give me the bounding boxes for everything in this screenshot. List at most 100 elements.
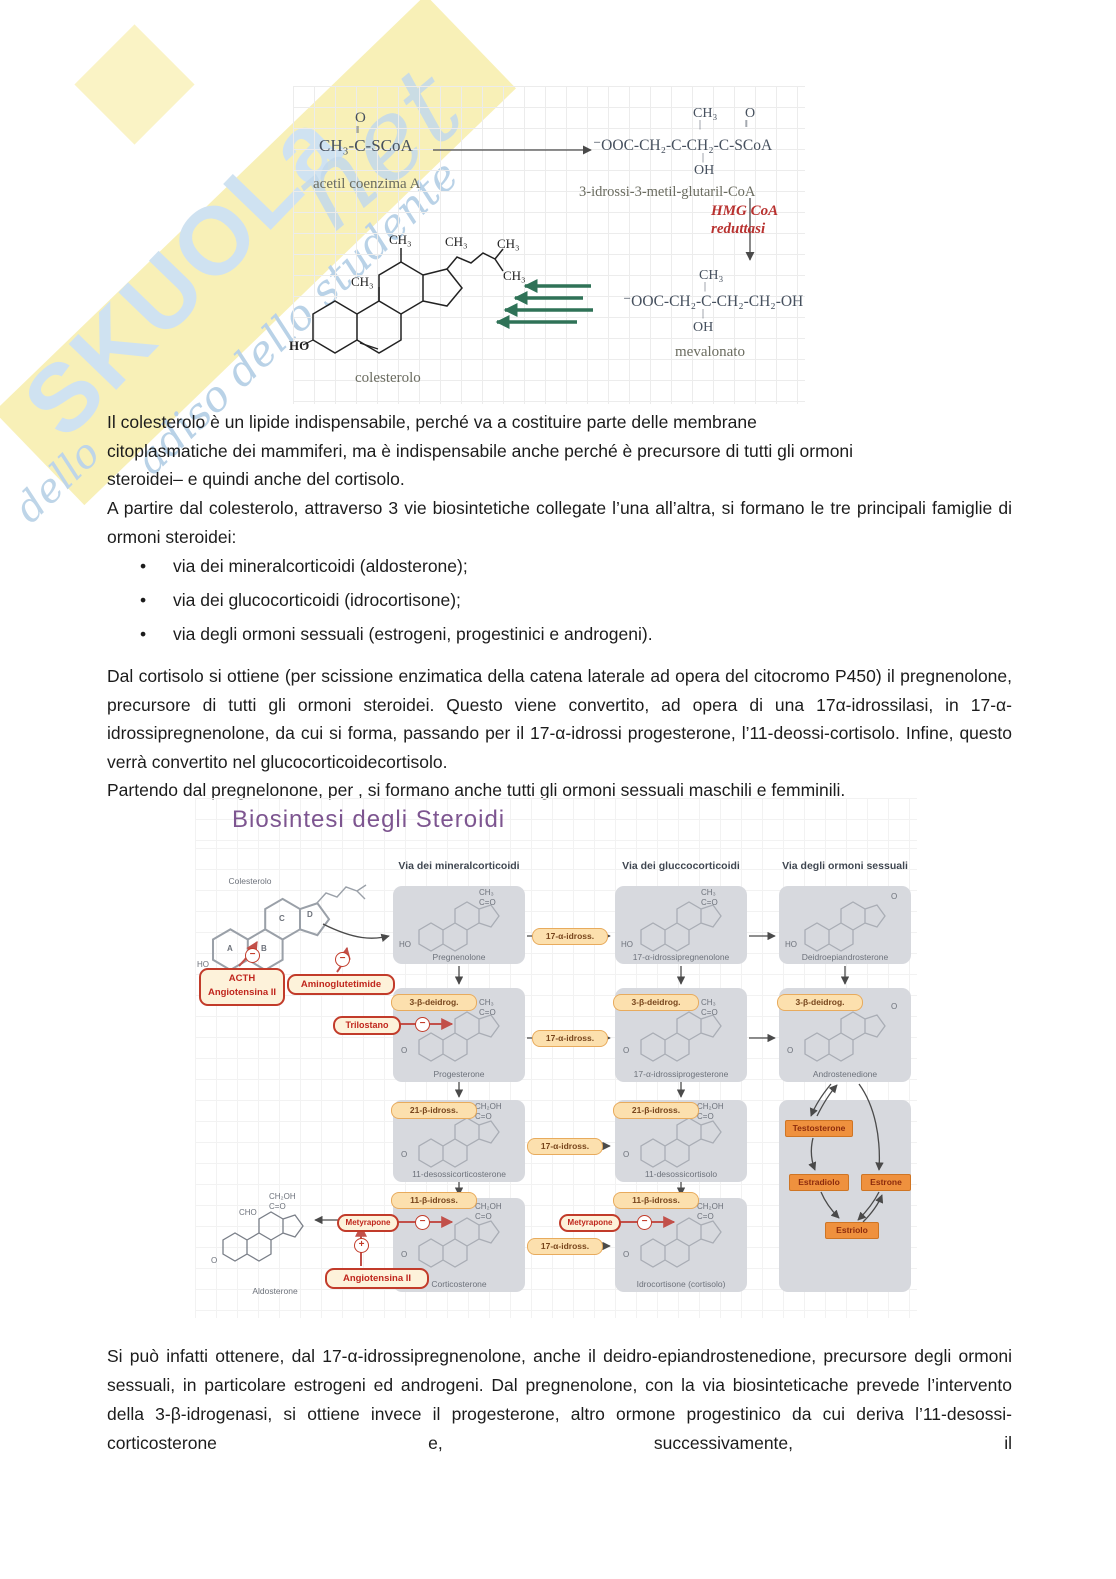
formula-c1r1: CH₃ C=O (479, 888, 496, 907)
drug-aminoglutetimide: Aminoglutetimide (287, 974, 395, 995)
hmg-o: O (745, 106, 756, 121)
retro-synthesis-arrows (495, 279, 593, 329)
formula-c1r2: CH₃ C=O (479, 998, 496, 1017)
panel-idrocortisone (615, 1198, 747, 1292)
column-header-ormoni-sessuali: Via degli ormoni sessuali (782, 860, 908, 872)
molecule-idrossiprogesterone: 17-α-idrossiprogesterone (633, 1069, 729, 1079)
ring-letter-c: C (279, 914, 285, 923)
ring-letter-a: A (227, 944, 233, 953)
molecule-idrocortisone: Idrocortisone (cortisolo) (636, 1279, 726, 1289)
mevalonate-label: mevalonato (675, 344, 745, 360)
drug-metyrapone-col1: Metyrapone (337, 1214, 399, 1232)
drug-acth-line2: Angiotensina II (207, 987, 277, 998)
pathway-bullet-list: via dei mineralcorticoidi (aldosterone);… (107, 552, 1012, 654)
drug-acth-line1: ACTH (228, 973, 256, 984)
formula-c2r3-o: O (623, 1150, 630, 1159)
enzyme-11b-idross-col1: 11-β-idross. (391, 1192, 477, 1209)
hormone-estradiolo: Estradiolo (789, 1174, 849, 1191)
ring-letter-d: D (307, 910, 313, 919)
formula-aldosterone-top: CH₂OH C=O (269, 1192, 296, 1211)
aldosterone-structure (222, 1211, 304, 1262)
minus-sign-metyrapone2: − (637, 1215, 652, 1230)
hormone-testosterone: Testosterone (785, 1120, 853, 1137)
formula-c2r2: CH₃ C=O (701, 998, 718, 1017)
bullet-glucocorticoidi: via dei glucocorticoidi (idrocortisone); (107, 586, 1012, 614)
molecule-desossicorticosterone: 11-desossicorticosterone (412, 1169, 506, 1179)
formula-c3r1-o: O (891, 892, 898, 901)
molecule-pregnenolone: Pregnenolone (432, 952, 486, 962)
paragraph-cortisol: Dal cortisolo si ottiene (per scissione … (107, 666, 1012, 800)
enzyme-21b-idross-col1: 21-β-idross. (391, 1102, 477, 1119)
figure-arrows-and-structure (302, 145, 755, 354)
formula-c1r4-o: O (401, 1250, 408, 1259)
minus-sign-amino: − (335, 952, 350, 967)
formula-c2r1: CH₃ C=O (701, 888, 718, 907)
formula-c2r3: CH₂OH C=O (697, 1102, 724, 1121)
formula-c2r4: CH₂OH C=O (697, 1202, 724, 1221)
hmg-bond: | (699, 119, 702, 130)
molecule-idrossipregnenolone: 17-α-idrossipregnenolone (632, 952, 730, 962)
formula-c2r1-ho: HO (621, 940, 633, 949)
plus-sign-angiotensina: + (354, 1238, 369, 1253)
hmg-oh: OH (694, 163, 715, 178)
paragraph-dhea: Si può infatti ottenere, dal 17-α-idross… (107, 1346, 1012, 1453)
cholesterol-label: colesterolo (355, 370, 421, 386)
enzyme-21b-idross-col2: 21-β-idross. (613, 1102, 699, 1119)
colesterolo-label: Colesterolo (228, 876, 272, 886)
minus-sign-metyrapone1: − (415, 1215, 430, 1230)
watermark-slogan-fragment: dello (5, 430, 110, 532)
drug-metyrapone-col2: Metyrapone (559, 1214, 621, 1232)
minus-sign-acth: − (245, 948, 260, 963)
drug-angiotensina-ii: Angiotensina II (325, 1268, 429, 1289)
drug-trilostano: Trilostano (333, 1016, 401, 1035)
cholesterol-ch3-c13: CH₃ (389, 232, 412, 247)
formula-c1r1-ho: HO (399, 940, 411, 949)
formula-c1r4: CH₂OH C=O (475, 1202, 502, 1221)
hmg-label: 3-idrossi-3-metil-glutaril-CoA (579, 184, 756, 200)
enzyme-17a-idross-row1: 17-α-idross. (532, 928, 608, 945)
cholesterol-ch3-c10: CH₃ (351, 274, 374, 289)
hmg-coa-reductase-line1: HMG CoA (711, 203, 779, 219)
molecule-desossicortisolo: 11-desossicortisolo (644, 1169, 718, 1179)
mevalonate-formula: ⁻OOC-CH₂-C-CH₂-CH₂-OH (623, 293, 804, 310)
molecule-androstenedione: Androstenedione (812, 1069, 878, 1079)
enzyme-11b-idross-col2: 11-β-idross. (613, 1192, 699, 1209)
cholesterol-ch3-chain1: CH₃ (497, 236, 520, 251)
formula-c1r3: CH₂OH C=O (475, 1102, 502, 1121)
formula-c1r3-o: O (401, 1150, 408, 1159)
drug-acth-angiotensina: ACTH Angiotensina II (199, 968, 285, 1006)
paragraph-cholesterol-intro: Il colesterolo è un lipide indispensabil… (107, 412, 854, 489)
enzyme-17a-idross-row4: 17-α-idross. (527, 1238, 603, 1255)
mevalonate-oh: OH (693, 320, 714, 335)
minus-sign-trilostano: − (415, 1017, 430, 1032)
diagram-title: Biosintesi degli Steroidi (232, 806, 506, 833)
colesterolo-structure (211, 884, 367, 971)
hmg-oh-bond: | (702, 152, 705, 163)
acetyl-coa-o: O (355, 110, 366, 126)
formula-c1r2-o: O (401, 1046, 408, 1055)
molecule-aldosterone: Aldosterone (252, 1286, 298, 1296)
molecule-corticosterone: Corticosterone (431, 1279, 487, 1289)
enzyme-3b-deidrog-col2: 3-β-deidrog. (613, 994, 699, 1011)
cholesterol-ch3-chain2: CH₃ (503, 268, 526, 283)
cholesterol-synthesis-figure: O ‖ CH₃-C-SCoA acetil coenzima A CH₃ O ‖… (289, 86, 805, 404)
diagram-grid-strip (195, 798, 917, 848)
mevalonate-oh-bond: | (702, 308, 705, 319)
hmg-coa-reductase-line2: reduttasi (711, 221, 766, 237)
mevalonate-ch3: CH₃ (699, 268, 724, 283)
enzyme-17a-idross-row3: 17-α-idross. (527, 1138, 603, 1155)
column-header-glucocorticoidi: Via dei gluccocorticoidi (622, 860, 740, 872)
cholesterol-structure (302, 248, 504, 354)
formula-aldosterone-o: O (211, 1256, 218, 1265)
ring-letter-b: B (261, 944, 267, 953)
molecule-deidroepiandrosterone: Deidroepiandrosterone (801, 952, 889, 962)
paragraph-three-pathways: A partire dal colesterolo, attraverso 3 … (107, 498, 1012, 547)
hmg-ch3: CH₃ (693, 106, 718, 121)
enzyme-3b-deidrog-col3: 3-β-deidrog. (777, 994, 863, 1011)
enzyme-3b-deidrog-col1: 3-β-deidrog. (391, 994, 477, 1011)
acetyl-coa-formula: CH₃-C-SCoA (319, 136, 413, 155)
hmg-double-bond: ‖ (745, 119, 748, 130)
hmg-formula: ⁻OOC-CH₂-C-CH₂-C-SCoA (593, 137, 773, 154)
formula-aldosterone-cho: CHO (239, 1208, 257, 1217)
